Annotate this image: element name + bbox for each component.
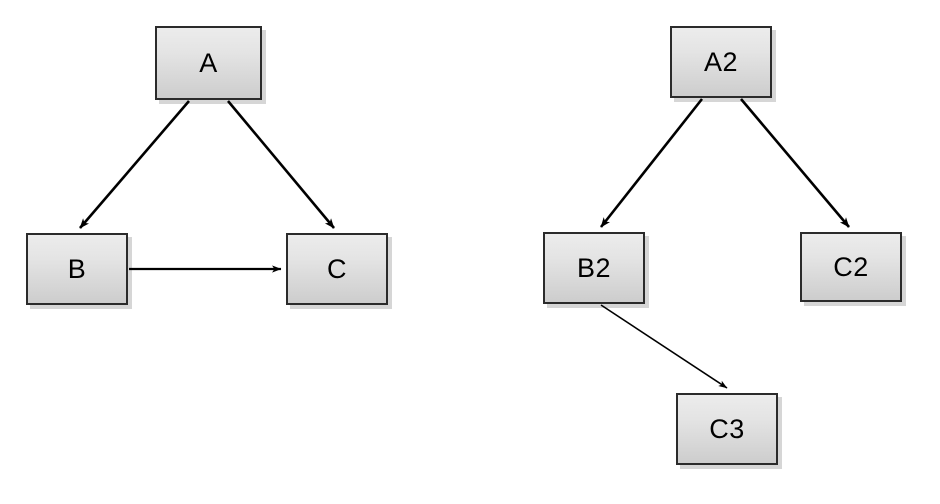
edge-a-to-b — [79, 100, 190, 229]
edge-a2-to-b2 — [599, 98, 704, 228]
node-b2-label: B2 — [576, 252, 612, 283]
node-c3[interactable]: C3 — [676, 393, 778, 465]
edge-b2-to-c3 — [600, 304, 728, 389]
edge-a-to-c — [227, 100, 335, 229]
node-c[interactable]: C — [286, 233, 388, 305]
node-a2[interactable]: A2 — [670, 26, 772, 98]
node-c-label: C — [327, 253, 347, 284]
node-b[interactable]: B — [26, 233, 128, 305]
node-c2[interactable]: C2 — [800, 232, 902, 302]
node-c2-label: C2 — [833, 251, 869, 282]
node-a-label: A — [199, 47, 218, 78]
node-b-label: B — [67, 253, 87, 284]
node-b2[interactable]: B2 — [543, 232, 645, 304]
node-a2-label: A2 — [703, 46, 739, 77]
node-a[interactable]: A — [155, 26, 262, 100]
node-c3-label: C3 — [709, 413, 745, 444]
edge-a2-to-c2 — [740, 98, 850, 228]
